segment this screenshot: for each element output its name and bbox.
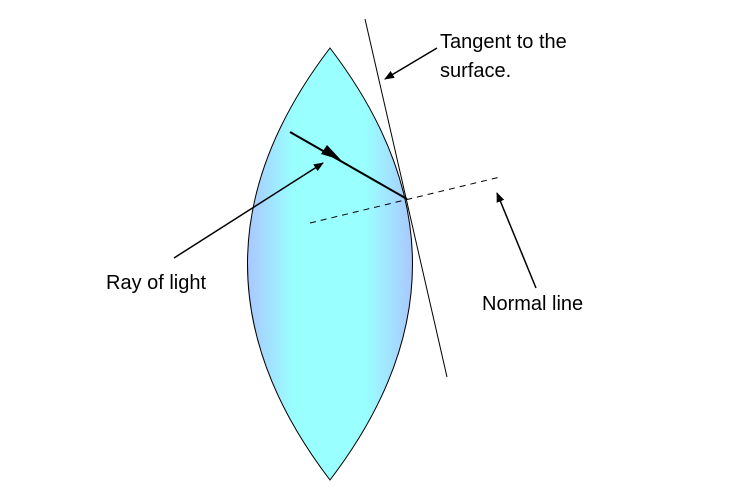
tangent-label-line2: surface. [440, 60, 511, 82]
convex-lens [247, 47, 413, 481]
light-ray [289, 131, 408, 200]
tangent-label-line1: Tangent to the [440, 31, 567, 53]
light-ray-arrowhead [321, 145, 341, 160]
normal-pointer-arrow [496, 192, 537, 289]
normal-label: Normal line [482, 293, 583, 315]
ray-pointer-arrow [173, 162, 324, 259]
tangent-pointer-arrow [384, 47, 438, 80]
ray-label: Ray of light [106, 272, 206, 294]
